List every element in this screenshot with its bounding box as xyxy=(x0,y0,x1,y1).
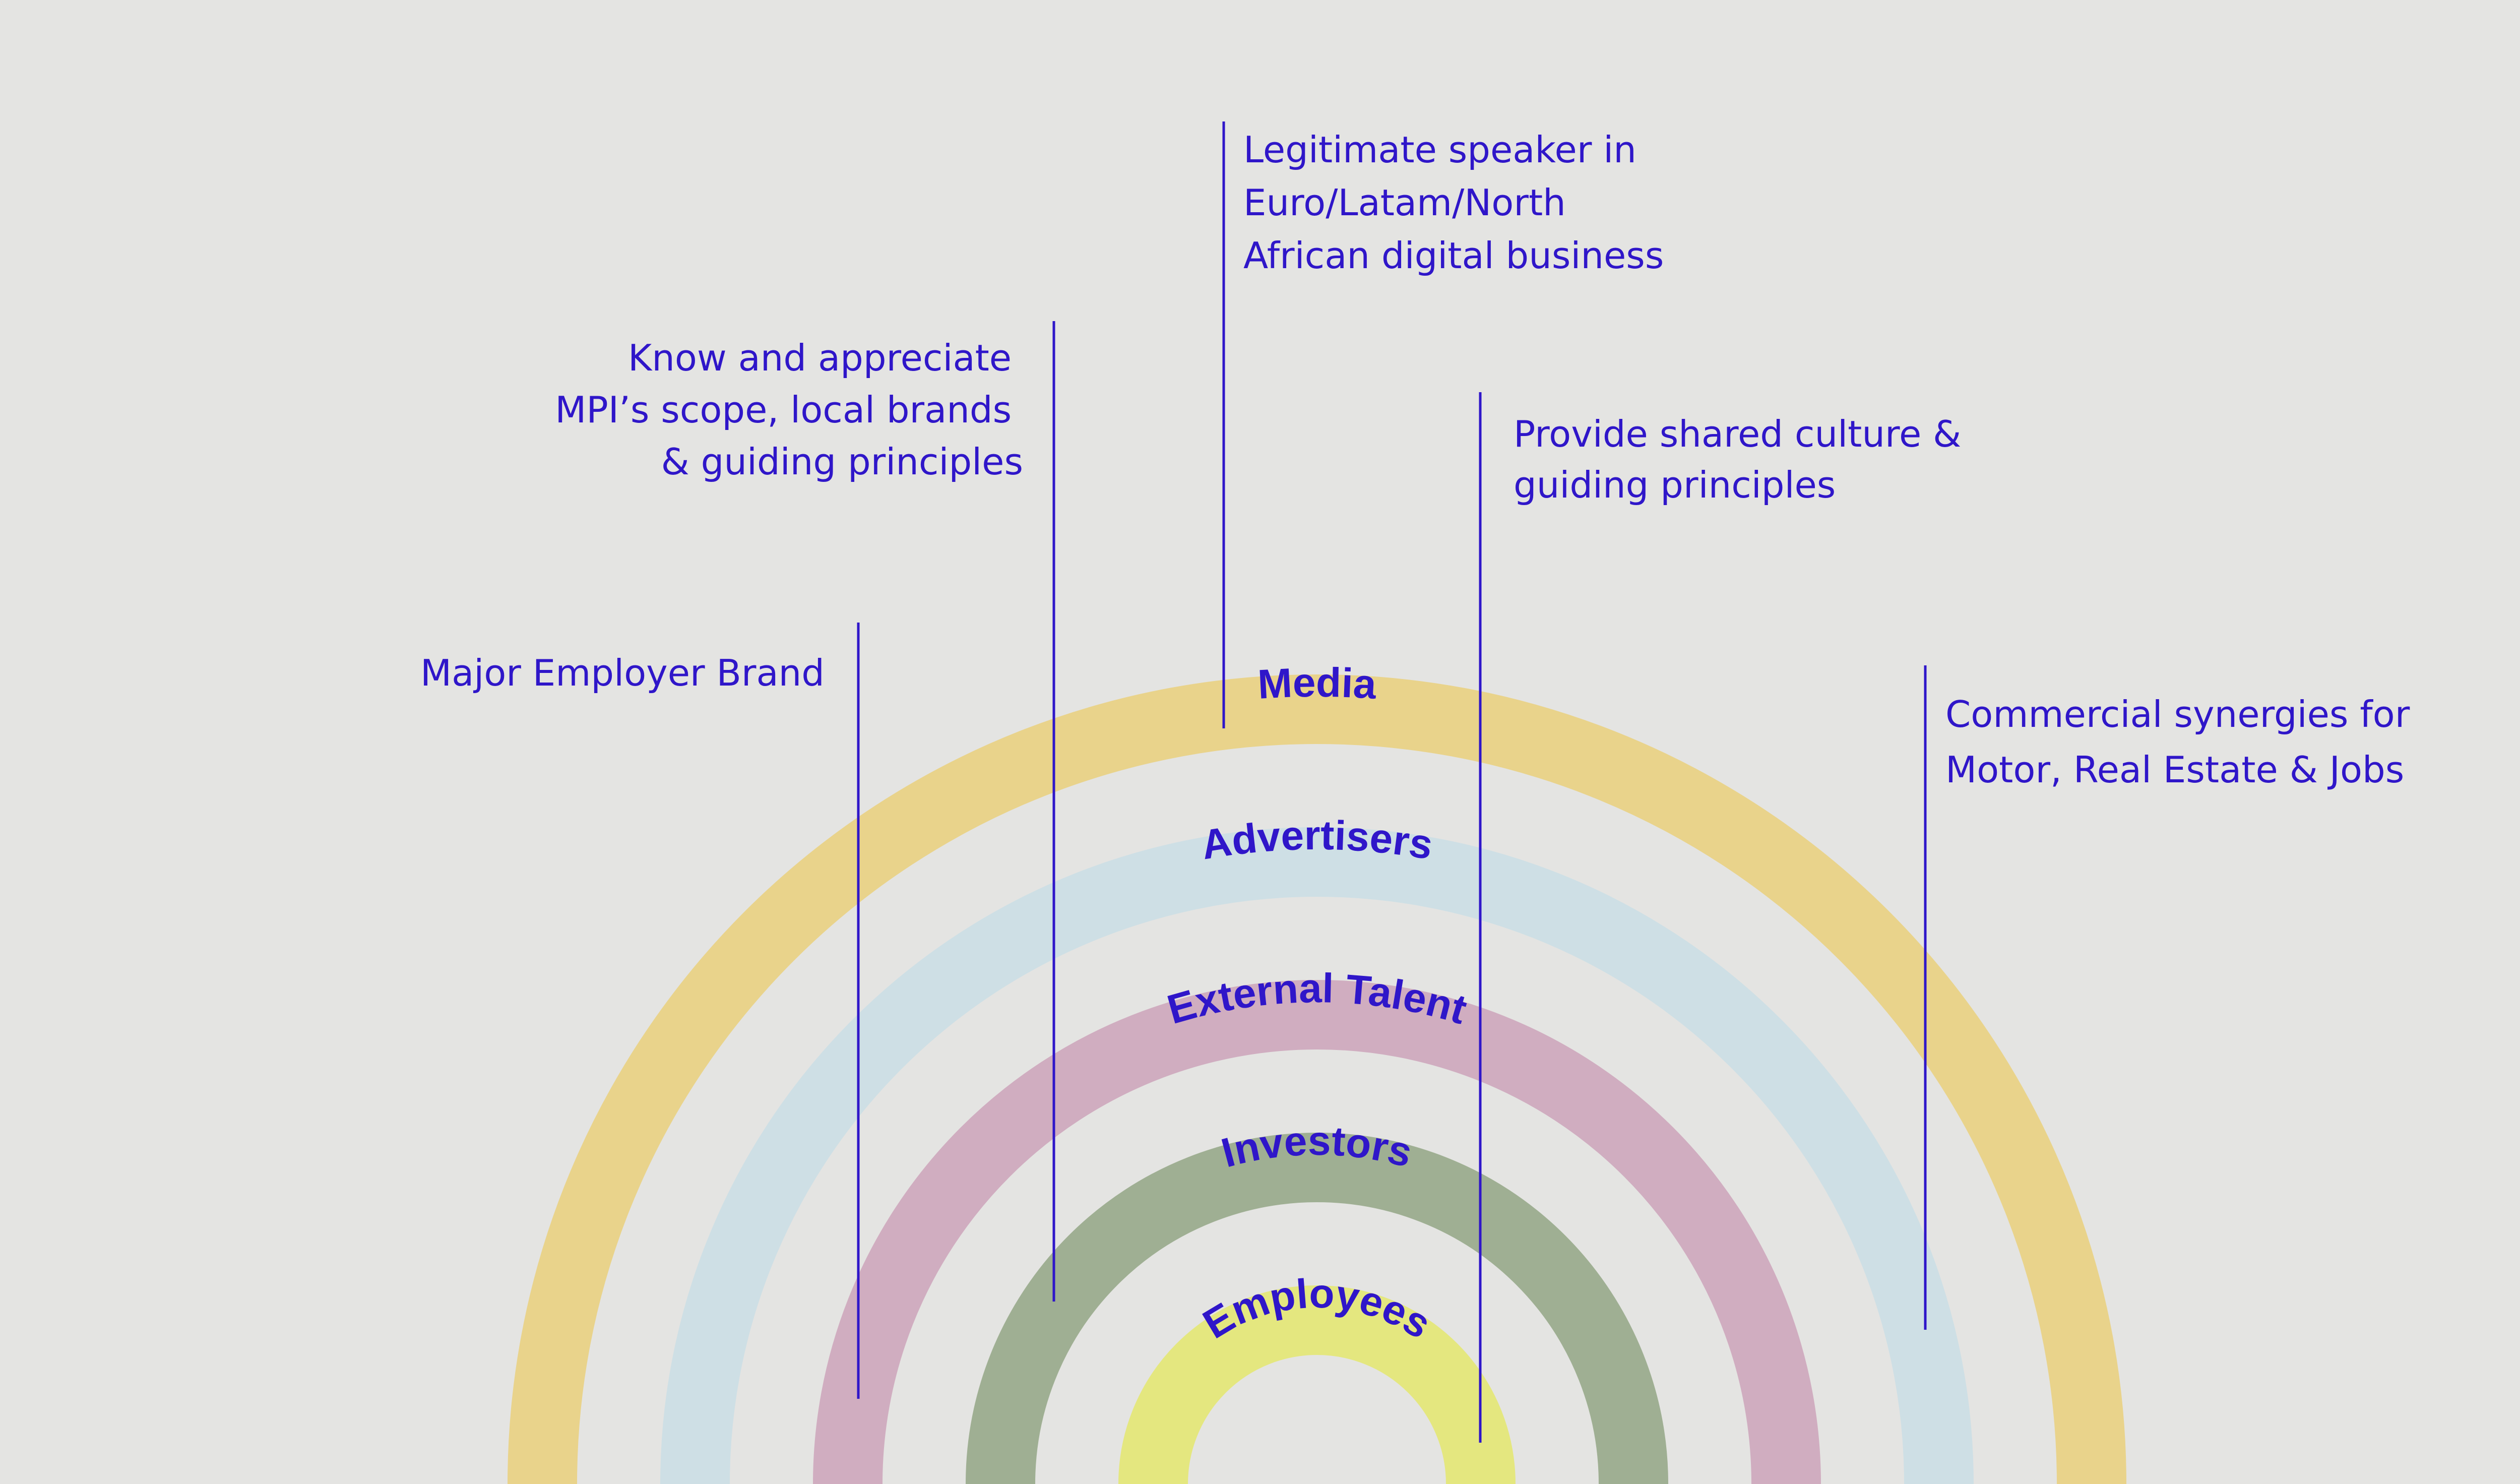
annotation-major-employer-brand-line-1: Major Employer Brand xyxy=(420,652,825,694)
annotation-commercial-synergies-line-1: Commercial synergies for xyxy=(1945,693,2410,735)
ring-external-talent xyxy=(813,980,1821,1484)
ring-investors xyxy=(966,1133,1668,1484)
ring-label-media: Media xyxy=(1256,660,1378,708)
annotation-legitimate-speaker-line-3: African digital business xyxy=(1243,234,1664,277)
ring-employees xyxy=(1118,1285,1516,1484)
ring-media xyxy=(508,674,2126,1484)
ring-label-media-text: Media xyxy=(1256,660,1378,708)
annotation-legitimate-speaker: Legitimate speaker in Euro/Latam/North A… xyxy=(1243,129,1664,277)
annotation-commercial-synergies: Commercial synergies for Motor, Real Est… xyxy=(1945,693,2421,791)
annotation-legitimate-speaker-line-1: Legitimate speaker in xyxy=(1243,129,1636,171)
annotation-know-and-appreciate-line-2: MPI’s scope, local brands xyxy=(555,389,1012,431)
annotation-legitimate-speaker-line-2: Euro/Latam/North xyxy=(1243,181,1566,224)
annotation-know-and-appreciate: Know and appreciate MPI’s scope, local b… xyxy=(555,337,1023,483)
annotation-know-and-appreciate-line-1: Know and appreciate xyxy=(628,337,1012,379)
annotation-shared-culture-line-2: guiding principles xyxy=(1514,464,1836,506)
annotation-shared-culture-line-1: Provide shared culture & xyxy=(1514,413,1961,455)
annotation-major-employer-brand: Major Employer Brand xyxy=(420,652,825,694)
annotation-know-and-appreciate-line-3: & guiding principles xyxy=(661,441,1023,483)
ring-advertisers xyxy=(660,827,1974,1484)
annotation-shared-culture: Provide shared culture & guiding princip… xyxy=(1514,413,1973,506)
annotation-commercial-synergies-line-2: Motor, Real Estate & Jobs xyxy=(1945,749,2404,791)
